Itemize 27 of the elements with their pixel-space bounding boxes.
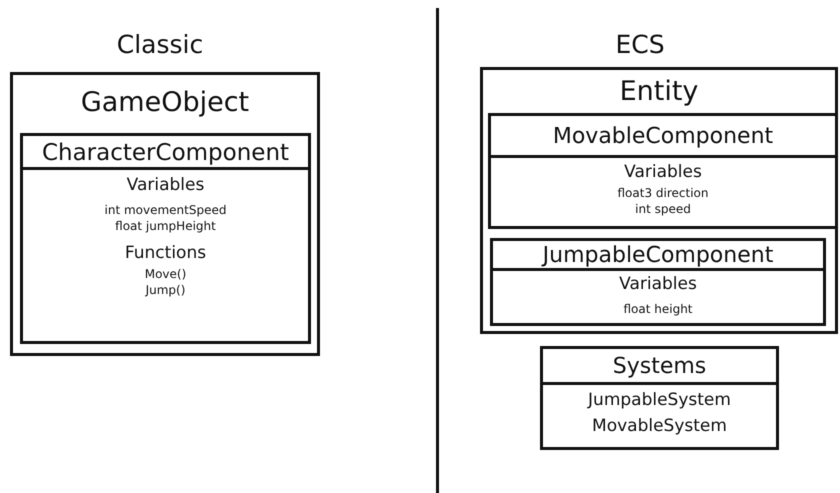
member-text: Move() bbox=[144, 266, 188, 282]
object-title: GameObject bbox=[80, 86, 250, 120]
object-box bbox=[540, 346, 779, 450]
class-header: Systems bbox=[543, 349, 776, 385]
component-box bbox=[20, 133, 311, 344]
object-box bbox=[480, 67, 838, 334]
column-heading: Classic bbox=[116, 30, 204, 60]
column-heading: ECS bbox=[614, 30, 666, 60]
object-title: Entity bbox=[618, 75, 700, 109]
member-text: Jump() bbox=[144, 282, 186, 298]
section-heading: Variables bbox=[126, 174, 206, 196]
member-text: float3 direction bbox=[616, 185, 710, 201]
section-heading: Variables bbox=[623, 161, 703, 183]
member-text: int movementSpeed bbox=[104, 202, 228, 218]
member-text: float height bbox=[622, 301, 694, 317]
member-text: int speed bbox=[634, 201, 692, 217]
class-header: CharacterComponent bbox=[23, 136, 308, 170]
section-heading: Functions bbox=[124, 242, 208, 264]
component-box bbox=[488, 113, 838, 229]
class-header: MovableComponent bbox=[491, 116, 835, 158]
member-text: float jumpHeight bbox=[114, 218, 217, 234]
component-box bbox=[490, 238, 826, 326]
class-header: JumpableComponent bbox=[493, 241, 823, 271]
object-box bbox=[10, 72, 320, 356]
section-heading: Variables bbox=[618, 273, 698, 295]
system-name: JumpableSystem bbox=[586, 389, 732, 411]
system-name: MovableSystem bbox=[591, 415, 728, 437]
